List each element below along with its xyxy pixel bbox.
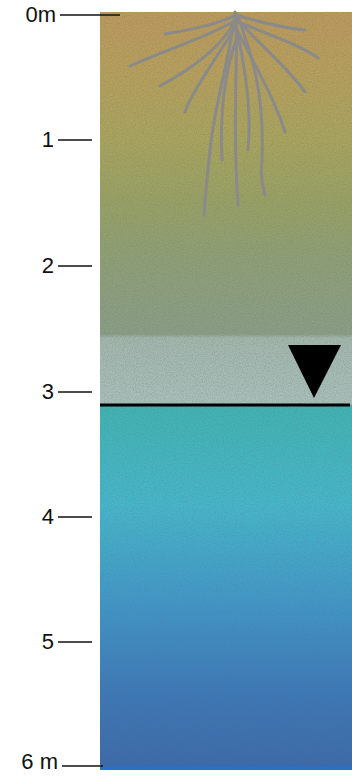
water-table-symbol <box>288 345 341 398</box>
depth-label: 1 <box>42 128 54 152</box>
depth-label: 2 <box>42 254 54 278</box>
depth-label: 5 <box>42 630 54 654</box>
depth-label: 4 <box>42 505 54 529</box>
depth-label: 6 m <box>21 750 58 774</box>
water-table-line <box>100 404 350 407</box>
depth-ticks <box>58 15 120 766</box>
soil-texture <box>100 12 352 770</box>
plant-roots <box>130 12 318 215</box>
soil-column <box>100 12 352 770</box>
depth-label: 3 <box>42 380 54 404</box>
depth-label: 0m <box>25 3 56 27</box>
bedrock-line <box>100 767 352 770</box>
